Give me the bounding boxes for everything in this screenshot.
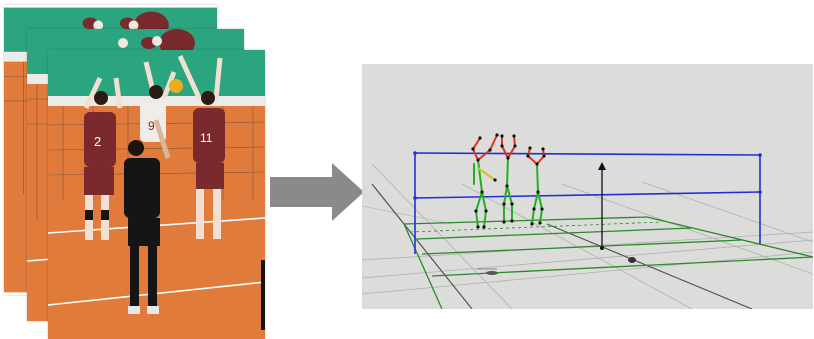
- frame-image: 2 9 11: [48, 50, 265, 339]
- floor-line: [546, 223, 753, 309]
- height-indicator: [598, 162, 606, 250]
- skeleton-left: [472, 134, 498, 228]
- svg-text:9: 9: [148, 119, 155, 133]
- floor-line: [371, 183, 473, 309]
- svg-text:2: 2: [94, 134, 101, 149]
- player-11: 11: [177, 54, 225, 239]
- skeleton-middle: [501, 135, 516, 223]
- player-black: [124, 119, 171, 314]
- video-frame-front: 2 9 11: [48, 50, 265, 339]
- net: [414, 152, 761, 254]
- right-arrow-icon: [270, 163, 364, 221]
- ball-shadow: [628, 257, 636, 263]
- svg-text:11: 11: [200, 131, 213, 145]
- player-9: 9: [140, 61, 183, 142]
- player-2: 2: [83, 76, 123, 240]
- 3d-pose-scene: [362, 64, 813, 309]
